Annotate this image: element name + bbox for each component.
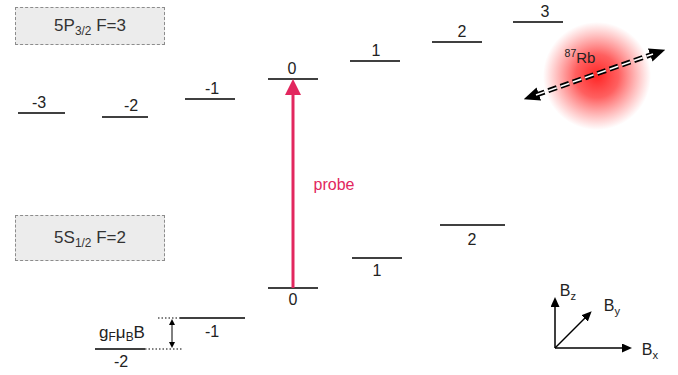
text-run: μ xyxy=(116,323,126,342)
text-run: -2 xyxy=(124,97,138,114)
text-run: 0 xyxy=(288,60,297,77)
axis-label: Bz xyxy=(560,281,576,300)
hyperfine-state-box: 5S1/2 F=2 xyxy=(15,215,165,261)
text-run: 3 xyxy=(541,3,550,20)
text-run: B xyxy=(560,282,571,299)
text-run: y xyxy=(615,305,621,317)
text-run: F=2 xyxy=(91,228,126,247)
sublevel-number: 2 xyxy=(458,22,467,41)
state-label: 5S1/2 F=2 xyxy=(54,228,126,248)
text-run: 2 xyxy=(468,231,477,248)
text-run: 5S xyxy=(54,228,75,247)
sublevel-number: 2 xyxy=(468,230,477,249)
sublevel-number: -1 xyxy=(205,79,219,98)
text-run: 1 xyxy=(373,262,382,279)
text-run: 3/2 xyxy=(75,23,92,37)
sublevel-number: 0 xyxy=(289,290,298,309)
sublevel-number: 3 xyxy=(541,2,550,21)
text-run: 0 xyxy=(289,291,298,308)
sublevel-number: 0 xyxy=(288,59,297,78)
axis-label: By xyxy=(604,296,620,315)
text-run: 5P xyxy=(54,16,75,35)
text-run: z xyxy=(571,290,577,302)
text-run: 87 xyxy=(565,47,577,59)
atom-label: 87Rb xyxy=(565,49,596,67)
sublevel-number: -3 xyxy=(32,93,46,112)
text-run: -1 xyxy=(205,80,219,97)
sublevel-number: 1 xyxy=(372,41,381,60)
probe-arrow xyxy=(285,79,301,288)
text-run: F=3 xyxy=(91,16,126,35)
text-run: B xyxy=(126,330,134,344)
text-run: 2 xyxy=(458,23,467,40)
splitting-marker xyxy=(145,318,182,349)
sublevel-number: 1 xyxy=(373,261,382,280)
text-run: 1 xyxy=(372,42,381,59)
text-run: 1/2 xyxy=(75,235,92,249)
text-run: -2 xyxy=(114,353,128,370)
probe-label: probe xyxy=(314,175,355,194)
text-run: -3 xyxy=(32,94,46,111)
atom-glow xyxy=(543,22,651,130)
zeeman-splitting-label: gFμBB xyxy=(99,323,145,343)
sublevel-number: -2 xyxy=(124,96,138,115)
text-run: B xyxy=(134,323,145,342)
sublevel-number: -1 xyxy=(205,322,219,341)
text-run: -1 xyxy=(205,323,219,340)
axis-label: Bx xyxy=(642,340,658,359)
text-run: x xyxy=(653,349,659,361)
sublevel-number: -2 xyxy=(114,352,128,371)
text-run: F xyxy=(109,330,116,344)
text-run: B xyxy=(642,341,653,358)
hyperfine-state-box: 5P3/2 F=3 xyxy=(15,7,165,45)
text-run: B xyxy=(604,297,615,314)
text-run: probe xyxy=(314,176,355,193)
text-run: g xyxy=(99,323,108,342)
state-label: 5P3/2 F=3 xyxy=(54,16,126,36)
text-run: Rb xyxy=(576,49,595,66)
